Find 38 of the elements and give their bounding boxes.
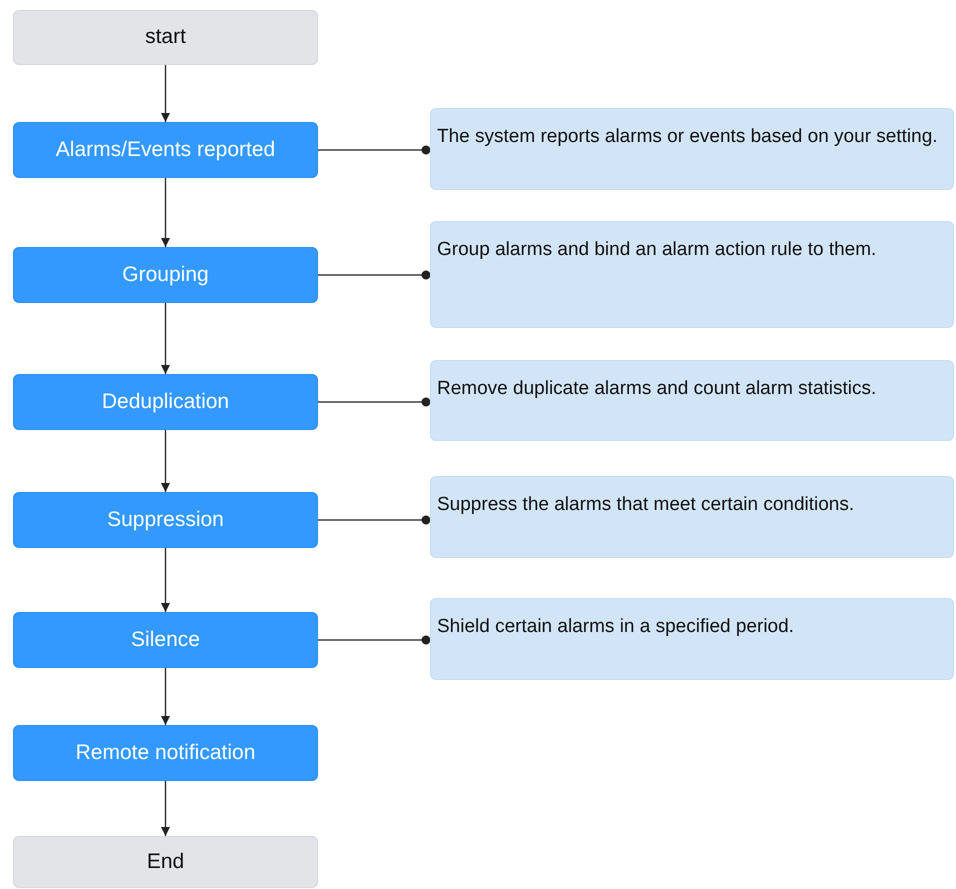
note-box [430, 108, 954, 190]
process-box [13, 247, 318, 303]
step-label: Alarms/Events reported [56, 136, 276, 163]
connector-line [318, 146, 430, 154]
step-label: Silence [131, 626, 200, 653]
note-box [430, 598, 954, 680]
step-label: End [146, 848, 184, 875]
process-box [13, 492, 318, 548]
step-label: Grouping [122, 262, 209, 288]
terminal-box [13, 836, 318, 888]
connector-line [318, 516, 430, 524]
arrow [161, 178, 170, 247]
note-box [430, 476, 954, 558]
arrow [161, 430, 170, 492]
description-text: Group alarms and bind an alarm action rule to them. [437, 238, 876, 262]
arrow [161, 668, 170, 725]
arrow [161, 781, 170, 836]
step-label: Deduplication [102, 388, 230, 415]
process-box [13, 725, 318, 781]
connector-line [318, 270, 430, 280]
connector-line [318, 636, 430, 644]
description-text: Suppress the alarms that meet certain conditions. [437, 493, 854, 517]
arrow [161, 548, 170, 612]
note-box [430, 360, 954, 441]
arrow [161, 65, 170, 122]
step-label: start [145, 24, 186, 50]
description-text: Shield certain alarms in a specified period. [437, 615, 794, 639]
description-text: Remove duplicate alarms and count alarm statistics. [437, 377, 876, 401]
step-label: Suppression [107, 506, 224, 533]
arrow [161, 303, 170, 374]
terminal-box [13, 10, 318, 65]
process-box [13, 374, 318, 430]
process-box [13, 122, 318, 178]
note-box [430, 221, 954, 328]
connector-line [318, 398, 430, 406]
description-text: The system reports alarms or events based on your setting. [437, 125, 938, 149]
step-label: Remote notification [76, 740, 256, 766]
process-box [13, 612, 318, 668]
